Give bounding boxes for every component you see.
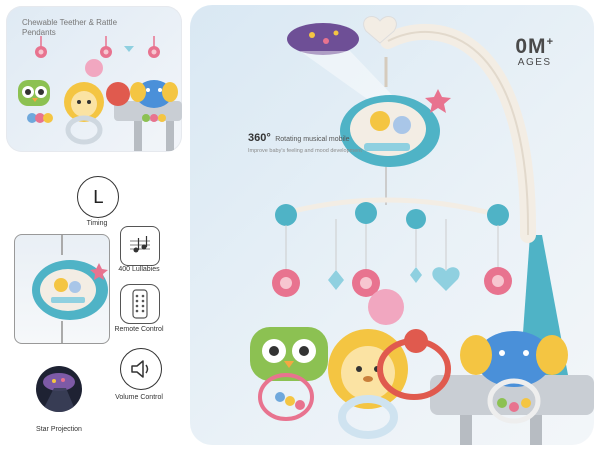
rotation-title: Rotating musical mobile [275, 136, 350, 143]
control-unit-thumbnail [14, 234, 110, 344]
age-value: 0M+ [515, 35, 554, 58]
owl-pendant [18, 80, 53, 123]
rotating-feature-text: 360° Rotating musical mobile Improve bab… [248, 128, 368, 155]
inset-caption: Chewable Teether & Rattle Pendants [22, 18, 118, 37]
pendants-illustration [18, 36, 182, 151]
speaker-icon [120, 348, 162, 390]
clock-icon: L [77, 176, 119, 218]
star-projection-icon [36, 366, 82, 412]
rotation-subtitle: Improve baby's feeling and mood developm… [248, 148, 362, 154]
mobile-illustration [250, 16, 594, 445]
pendants-inset: Chewable Teether & Rattle Pendants [6, 6, 182, 152]
music-notes-icon [120, 226, 160, 266]
product-scene: 0M+ AGES [190, 5, 594, 445]
elephant-pendant [130, 80, 178, 122]
control-unit-illustration [32, 235, 108, 343]
feature-label-timing: Timing [86, 220, 108, 227]
feature-label-volume: Volume Control [115, 394, 163, 401]
rotation-degrees: 360° [248, 132, 271, 144]
lion-pendant [64, 82, 104, 145]
feature-label-remote: Remote Control [114, 326, 164, 333]
feature-label-lullabies: 400 Lullabies [118, 266, 160, 273]
flower-pendant [35, 36, 160, 77]
svg-text:L: L [93, 187, 103, 208]
age-badge: 0M+ AGES [515, 35, 554, 68]
feature-label-projection: Star Projection [36, 426, 82, 433]
remote-control-icon [120, 284, 160, 324]
age-label: AGES [517, 57, 552, 68]
